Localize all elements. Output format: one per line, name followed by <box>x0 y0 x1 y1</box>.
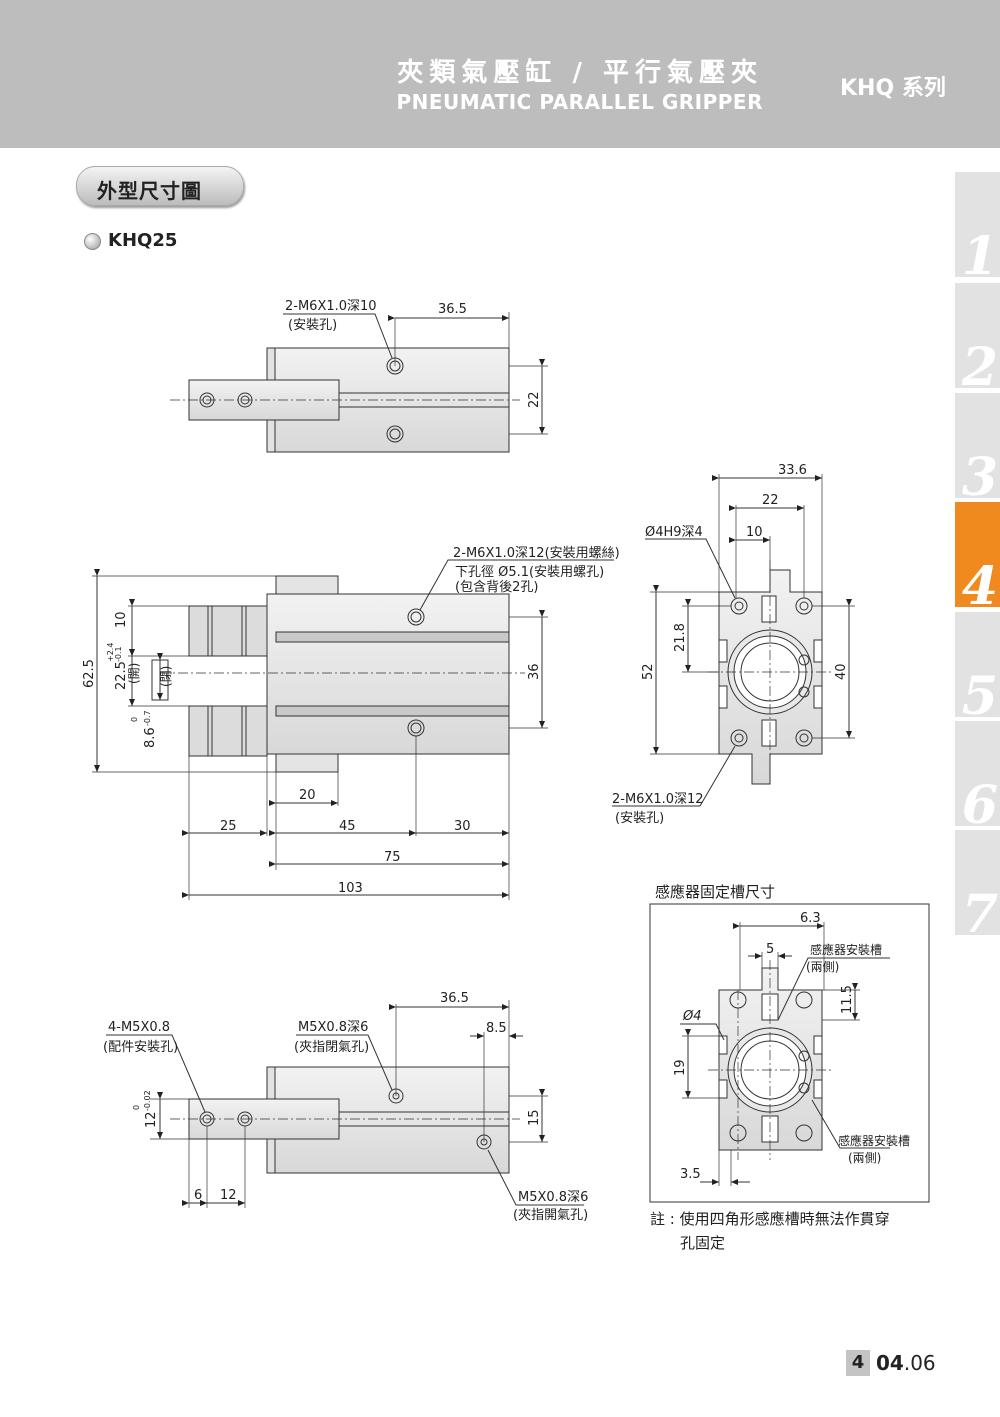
bottom-callout-left: 4-M5X0.8 <box>108 1020 170 1035</box>
dim-3-5: 3.5 <box>680 1167 701 1182</box>
side-hole-callout: Ø4H9深4 <box>645 525 703 540</box>
dim-45: 45 <box>339 819 356 834</box>
dim-36-5-bottom: 36.5 <box>440 991 469 1006</box>
dim-103: 103 <box>338 881 363 896</box>
dim-22-5: 22.5 <box>114 661 129 690</box>
page-header: 夾類氣壓缸 / 平行氣壓夾 PNEUMATIC PARALLEL GRIPPER… <box>0 0 1000 148</box>
header-title-zh: 夾類氣壓缸 / 平行氣壓夾 <box>397 58 763 88</box>
chapter-tab-7[interactable]: 7 <box>955 830 1000 945</box>
dim-8-6: 8.6 <box>143 727 158 748</box>
dim-phi4: Ø4 <box>682 1009 702 1024</box>
dim-36-5-top: 36.5 <box>438 302 467 317</box>
front-callout: 2-M6X1.0深12(安裝用螺絲) <box>453 546 620 561</box>
side-view <box>612 474 855 807</box>
chapter-tab-5[interactable]: 5 <box>955 612 1000 727</box>
top-view <box>170 312 548 453</box>
dim-6-3: 6.3 <box>800 911 821 926</box>
dim-22-top: 22 <box>527 391 542 408</box>
side-callout: 2-M6X1.0深12 <box>612 792 704 807</box>
tol-22-5-upper: +2.4 <box>106 643 115 662</box>
dim-21-8: 21.8 <box>673 623 688 652</box>
bottom-callout-bottom: M5X0.8深6 <box>518 1190 588 1205</box>
chapter-tab-3[interactable]: 3 <box>955 393 1000 508</box>
chapter-tab-2[interactable]: 2 <box>955 283 1000 398</box>
slot-label-bottom: 感應器安裝槽 <box>838 1133 910 1148</box>
dim-8-5: 8.5 <box>486 1021 507 1036</box>
sensor-slot-title: 感應器固定槽尺寸 <box>655 883 775 901</box>
bottom-callout-bottom-sub: (夾指開氣孔) <box>513 1208 588 1223</box>
dim-20: 20 <box>299 788 316 803</box>
chapter-tab-4[interactable]: 4 <box>955 502 1000 617</box>
front-callout-line3: (包含背後2孔) <box>455 579 538 595</box>
section-title-pill: 外型尺寸圖 <box>76 166 244 206</box>
dim-12-bottom: 12 <box>220 1188 237 1203</box>
tol-8-6-lower: -0.7 <box>143 710 152 726</box>
side-callout-sub: (安裝孔) <box>615 811 664 826</box>
open-label: (開) <box>127 663 141 684</box>
tol-12-upper: 0 <box>132 1105 141 1110</box>
dim-15: 15 <box>527 1109 542 1126</box>
note-line-2: 孔固定 <box>680 1234 725 1252</box>
dim-11-5: 11.5 <box>840 985 855 1014</box>
dim-40: 40 <box>834 663 849 680</box>
bottom-callout-mid: M5X0.8深6 <box>298 1020 368 1035</box>
dim-5: 5 <box>766 942 774 957</box>
slot-sub-top: (兩側) <box>806 960 839 974</box>
close-label: (閉) <box>159 666 173 687</box>
header-title-en: PNEUMATIC PARALLEL GRIPPER <box>396 90 763 114</box>
section-title: 外型尺寸圖 <box>97 179 202 203</box>
dim-30: 30 <box>454 819 471 834</box>
tol-22-5-lower: -0.1 <box>114 646 123 662</box>
dim-19: 19 <box>673 1059 688 1076</box>
page-number-text: 04.06 <box>876 1351 936 1375</box>
header-series: KHQ 系列 <box>840 76 946 101</box>
dim-6: 6 <box>194 1188 202 1203</box>
dim-52: 52 <box>641 663 656 680</box>
bottom-callout-mid-sub: (夾指閉氣孔) <box>294 1040 369 1055</box>
front-view <box>92 559 614 900</box>
dim-10-side: 10 <box>746 525 763 540</box>
model-label: KHQ25 <box>108 230 178 251</box>
tol-8-6-upper: 0 <box>130 717 139 722</box>
bottom-view <box>106 1000 584 1208</box>
dim-75: 75 <box>384 850 401 865</box>
slot-label-top: 感應器安裝槽 <box>810 942 882 957</box>
dim-62-5: 62.5 <box>82 659 97 688</box>
dim-25: 25 <box>220 819 237 834</box>
bottom-callout-left-sub: (配件安裝孔) <box>103 1040 178 1055</box>
front-callout-line2: 下孔徑 Ø5.1(安裝用螺孔) <box>455 565 604 580</box>
top-callout: 2-M6X1.0深10 <box>285 299 377 314</box>
chapter-tab-6[interactable]: 6 <box>955 721 1000 836</box>
slot-sub-bottom: (兩側) <box>848 1151 881 1165</box>
chapter-tab-1[interactable]: 1 <box>955 172 1000 287</box>
tol-12-lower: -0.02 <box>143 1090 152 1111</box>
page-chapter: 4 <box>846 1350 870 1376</box>
bullet-icon <box>84 233 101 250</box>
dim-12-tol: 12 <box>144 1111 159 1128</box>
sensor-slot-view <box>649 903 930 1203</box>
dim-33-6: 33.6 <box>778 463 807 478</box>
dim-10-front: 10 <box>114 611 129 628</box>
note-line-1: 註 : 使用四角形感應槽時無法作貫穿 <box>650 1210 890 1228</box>
top-callout-sub: (安裝孔) <box>288 318 337 333</box>
dim-22-side: 22 <box>762 493 779 508</box>
dim-36-front: 36 <box>527 663 542 680</box>
